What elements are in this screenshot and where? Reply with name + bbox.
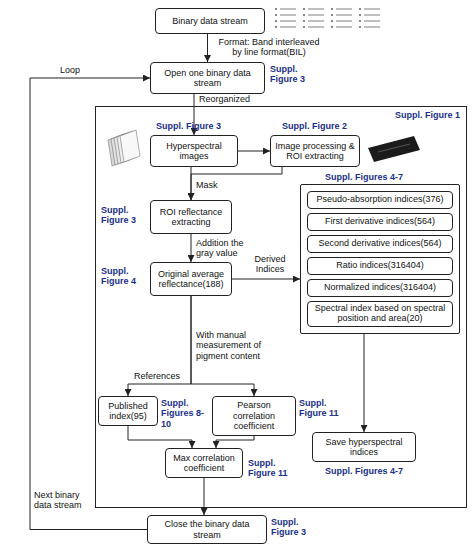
process-box: Binary data stream bbox=[155, 8, 265, 34]
node-text: First derivative indices(564) bbox=[325, 217, 435, 227]
node-text: Suppl. Figure 1 bbox=[96, 110, 460, 120]
figure-reference: Suppl. Figure 11 bbox=[248, 458, 298, 479]
figure-reference: Suppl. Figure 3 bbox=[156, 121, 246, 131]
edge-label: With manual measurement of pigment conte… bbox=[196, 330, 294, 361]
process-box: Open one binary data stream bbox=[150, 62, 265, 94]
flow-arrow bbox=[191, 234, 192, 262]
index-box: Pseudo-absorption indices(376) bbox=[307, 191, 453, 209]
figure-reference: Suppl. Figure 4 bbox=[101, 266, 147, 287]
process-box: Pearson correlation coefficient bbox=[212, 396, 296, 436]
image-stack-icon bbox=[108, 130, 140, 166]
edge-label: Mask bbox=[196, 180, 236, 190]
loop-label: Loop bbox=[60, 65, 100, 75]
node-text: ROI reflectance extracting bbox=[155, 207, 227, 228]
node-text: Second derivative indices(564) bbox=[318, 239, 441, 249]
flow-arrow bbox=[30, 78, 150, 530]
roi-strip-icon bbox=[368, 136, 420, 162]
figure-reference: Suppl. Figures 4-7 bbox=[312, 466, 416, 476]
process-box: Max correlation coefficient bbox=[165, 448, 243, 478]
node-text: Published index(95) bbox=[103, 401, 153, 422]
edge-label: References bbox=[134, 371, 190, 381]
node-text: Pearson correlation coefficient bbox=[217, 400, 291, 431]
node-text: Normalized indices(316404) bbox=[324, 283, 436, 293]
node-text: Spectral index based on spectral positio… bbox=[312, 304, 448, 324]
process-box: Image processing & ROI extracting bbox=[270, 135, 360, 167]
node-text: Original average reflectance(188) bbox=[155, 269, 227, 290]
node-text: Save hyperspectral indices bbox=[317, 437, 411, 458]
process-box: Hyperspectral images bbox=[150, 135, 238, 167]
node-text: Binary data stream bbox=[172, 16, 248, 26]
group-frame: Suppl. Figures 4-7Pseudo-absorption indi… bbox=[300, 184, 460, 334]
node-text: Image processing & ROI extracting bbox=[275, 141, 355, 162]
index-box: Second derivative indices(564) bbox=[307, 235, 453, 253]
node-text: Ratio indices(316404) bbox=[336, 261, 424, 271]
index-box: Spectral index based on spectral positio… bbox=[307, 301, 453, 327]
figure-reference: Suppl. Figure 11 bbox=[299, 398, 347, 419]
flow-arrow bbox=[238, 151, 270, 152]
node-text: Max correlation coefficient bbox=[170, 453, 238, 474]
node-text: Suppl. Figures 4-7 bbox=[325, 172, 459, 182]
node-text: Hyperspectral images bbox=[155, 141, 233, 162]
figure-reference: Suppl. Figure 3 bbox=[271, 517, 321, 538]
figure-reference: Suppl. Figure 3 bbox=[101, 205, 147, 226]
flow-arrow bbox=[207, 34, 208, 62]
flow-arrow bbox=[128, 296, 191, 396]
figure-reference: Suppl. Figure 3 bbox=[270, 64, 312, 85]
index-box: Normalized indices(316404) bbox=[307, 279, 453, 297]
flow-arrow bbox=[128, 426, 192, 448]
flow-arrow bbox=[204, 478, 205, 515]
process-box: Save hyperspectral indices bbox=[312, 432, 416, 462]
process-box: Published index(95) bbox=[98, 396, 158, 426]
data-table-thumbnail bbox=[280, 9, 380, 27]
edge-label: Next binary data stream bbox=[34, 490, 92, 511]
flow-arrow bbox=[364, 334, 365, 432]
data-table-bullets bbox=[275, 9, 361, 27]
flow-arrow bbox=[216, 436, 254, 448]
flow-arrow bbox=[191, 167, 282, 200]
process-box: ROI reflectance extracting bbox=[150, 200, 232, 234]
node-text: Pseudo-absorption indices(376) bbox=[316, 195, 443, 205]
figure-reference: Suppl. Figure 2 bbox=[282, 121, 372, 131]
process-box: Original average reflectance(188) bbox=[150, 262, 232, 296]
node-text: Close the binary data stream bbox=[152, 519, 262, 540]
node-text: Open one binary data stream bbox=[155, 68, 260, 89]
figure-reference: Suppl. Figures 8-10 bbox=[161, 398, 209, 429]
flow-arrow bbox=[232, 279, 300, 280]
container-frame: Suppl. Figure 1 Hyperspectral images Image… bbox=[95, 106, 467, 508]
edge-label: Derived Indices bbox=[244, 254, 296, 275]
edge-label: Format: Band interleaved by line format(… bbox=[213, 37, 325, 58]
index-box: Ratio indices(316404) bbox=[307, 257, 453, 275]
process-box: Close the binary data stream bbox=[147, 515, 267, 544]
edge-label: Reorganized bbox=[199, 94, 269, 104]
index-box: First derivative indices(564) bbox=[307, 213, 453, 231]
